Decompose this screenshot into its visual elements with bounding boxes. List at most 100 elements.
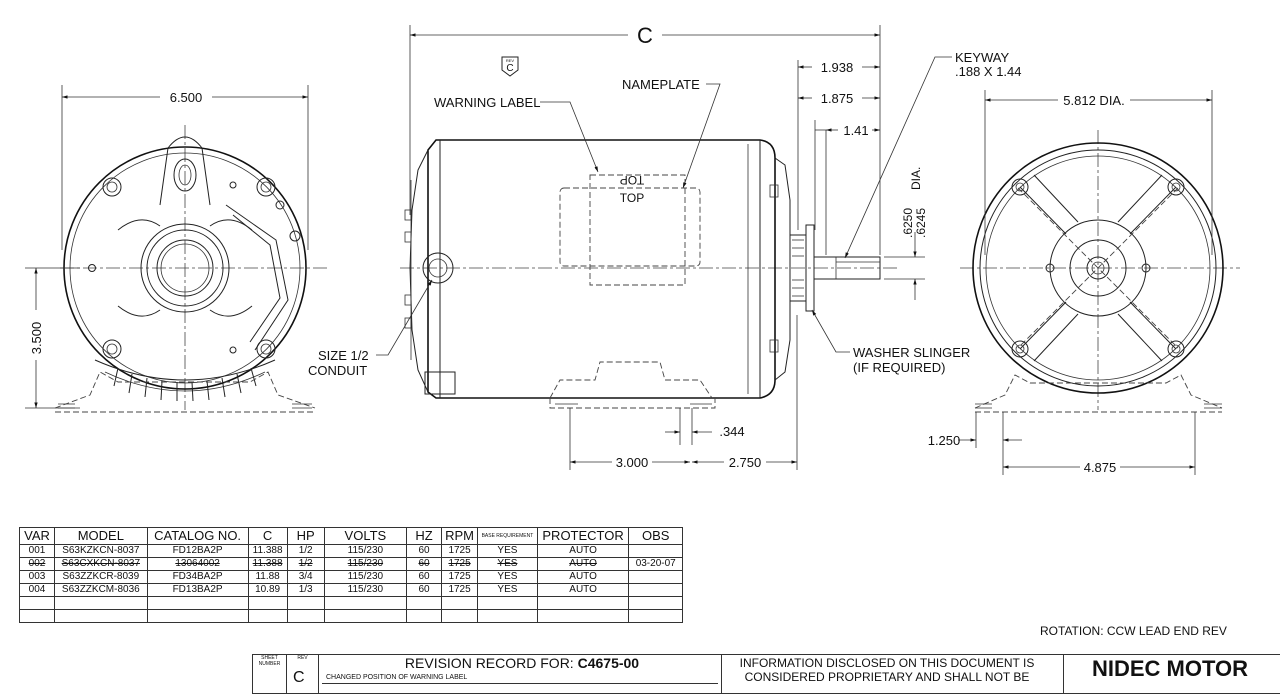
spec-cell: 11.88 (247, 570, 288, 584)
spec-cell (146, 596, 249, 610)
spec-col-header: PROTECTOR (536, 527, 630, 545)
spec-cell (441, 596, 479, 610)
keyway-callout-line2: .188 X 1.44 (955, 64, 1022, 79)
spec-cell: AUTO (536, 544, 630, 558)
spec-cell: AUTO (536, 557, 630, 571)
spec-cell (286, 609, 325, 623)
tb-sheet-label: SHEET NUMBER (258, 655, 281, 667)
side-view: TOP TOP REV C C 1.938 1.875 1.41 (308, 23, 1022, 470)
spec-cell: FD34BA2P (146, 570, 249, 584)
spec-col-header: MODEL (54, 527, 148, 545)
spec-cell (54, 596, 148, 610)
spec-cell: 1/2 (286, 557, 325, 571)
spec-col-header: OBS (628, 527, 683, 545)
spec-cell (406, 596, 443, 610)
nameplate-callout: NAMEPLATE (622, 77, 700, 92)
spec-cell: 1725 (441, 570, 479, 584)
spec-cell (19, 609, 55, 623)
spec-col-header: HP (286, 527, 325, 545)
spec-col-header: HZ (406, 527, 443, 545)
dim-shaft-dia-top: .6250 (901, 208, 915, 238)
spec-cell: 1/3 (286, 583, 325, 597)
spec-cell: 115/230 (323, 557, 408, 571)
spec-cell: S63ZZKCR-8039 (54, 570, 148, 584)
spec-col-header: RPM (441, 527, 479, 545)
spec-cell (628, 570, 683, 584)
spec-cell: 11.388 (247, 557, 288, 571)
title-block: SHEET NUMBER REV C REVISION RECORD FOR: … (252, 654, 1280, 694)
spec-cell (247, 609, 288, 623)
conduit-callout-line2: CONDUIT (308, 363, 367, 378)
spec-col-header: VAR (19, 527, 55, 545)
spec-cell: 002 (19, 557, 55, 571)
spec-cell: S63KZKCN-8037 (54, 544, 148, 558)
spec-cell (536, 596, 630, 610)
spec-cell (536, 609, 630, 623)
dim-3000: 3.000 (616, 455, 649, 470)
spec-cell (146, 609, 249, 623)
spec-cell: 11.388 (247, 544, 288, 558)
dim-1875: 1.875 (821, 91, 854, 106)
conduit-callout-line1: SIZE 1/2 (318, 348, 369, 363)
spec-cell: FD13BA2P (146, 583, 249, 597)
dim-shaft-dia-bottom: .6245 (914, 208, 928, 238)
spec-cell: 115/230 (323, 570, 408, 584)
spec-cell: AUTO (536, 583, 630, 597)
spec-cell (54, 609, 148, 623)
tb-notice: INFORMATION DISCLOSED ON THIS DOCUMENT I… (739, 656, 1035, 684)
tb-rev-value: C (293, 669, 305, 686)
spec-cell: FD12BA2P (146, 544, 249, 558)
spec-cell (286, 596, 325, 610)
spec-cell: 03-20-07 (628, 557, 683, 571)
spec-cell: 003 (19, 570, 55, 584)
spec-cell: S63ZZKCM-8036 (54, 583, 148, 597)
spec-cell (323, 609, 408, 623)
spec-cell: 004 (19, 583, 55, 597)
spec-cell: 60 (406, 557, 443, 571)
spec-cell: 001 (19, 544, 55, 558)
spec-cell: 3/4 (286, 570, 325, 584)
rev-marker-letter: C (506, 63, 513, 74)
spec-table-row (19, 596, 683, 610)
keyway-callout-line1: KEYWAY (955, 50, 1010, 65)
dim-1938: 1.938 (821, 60, 854, 75)
lead-end-view: 6.500 3.500 (25, 85, 330, 413)
warning-label-callout: WARNING LABEL (434, 95, 540, 110)
spec-cell: 115/230 (323, 583, 408, 597)
tb-sheet-cell: SHEET NUMBER (252, 654, 287, 694)
spec-cell (628, 544, 683, 558)
tb-record-id: C4675-00 (577, 655, 640, 671)
spec-cell: 60 (406, 583, 443, 597)
spec-cell (628, 609, 683, 623)
spec-col-header: C (247, 527, 288, 545)
spec-cell (441, 609, 479, 623)
rotation-note: ROTATION: CCW LEAD END REV (1040, 624, 1227, 638)
spec-cell (477, 596, 538, 610)
spec-cell: 60 (406, 544, 443, 558)
spec-cell: 1725 (441, 583, 479, 597)
spec-cell: YES (477, 570, 538, 584)
spec-cell: 10.89 (247, 583, 288, 597)
dim-shaft-height: 3.500 (29, 322, 44, 355)
spec-cell: 60 (406, 570, 443, 584)
dim-front-width: 6.500 (170, 90, 203, 105)
slinger-callout-line2: (IF REQUIRED) (853, 360, 945, 375)
spec-cell: YES (477, 557, 538, 571)
spec-cell (19, 596, 55, 610)
spec-cell: 13064002 (146, 557, 249, 571)
spec-cell (406, 609, 443, 623)
dim-shaft-dia-suffix: DIA. (909, 167, 923, 190)
spec-cell: YES (477, 583, 538, 597)
spec-cell: AUTO (536, 570, 630, 584)
spec-cell: S63CXKCN-8037 (54, 557, 148, 571)
tb-company: NIDEC MOTOR (1092, 656, 1249, 681)
top-label-upside-down: TOP (620, 173, 644, 187)
